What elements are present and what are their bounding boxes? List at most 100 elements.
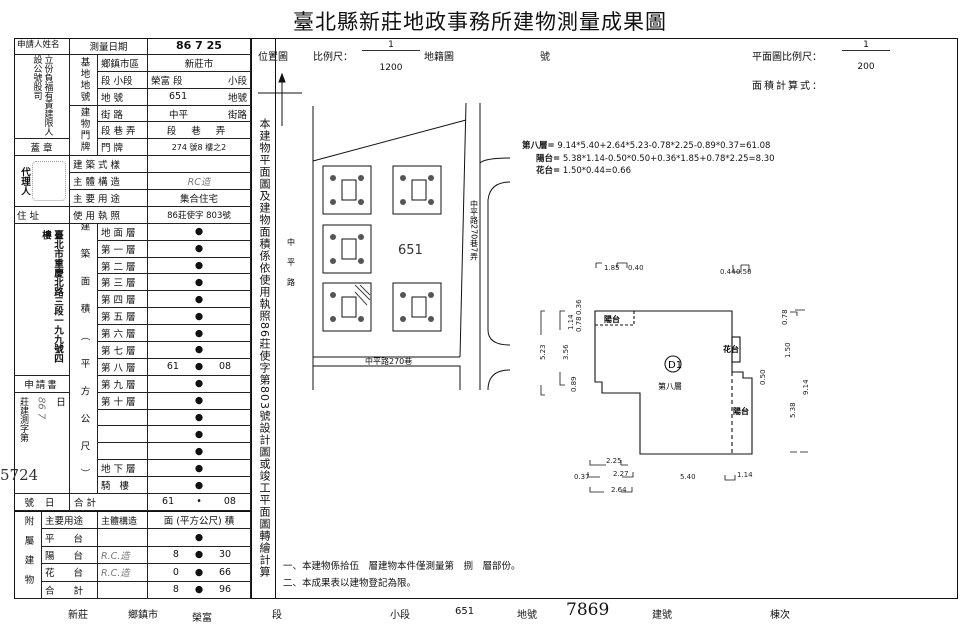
attached-use: 合 計: [42, 581, 98, 599]
agent-stamp: [32, 161, 66, 202]
floor-label: [98, 409, 148, 427]
owner-label: 立份負福有責建限人設公號股司: [14, 54, 70, 140]
agent-cell: 代理人: [14, 156, 70, 207]
cadastral-label: 地籍圖: [424, 52, 454, 63]
floor-label: 地面層: [98, 223, 148, 241]
lot-number: 651: [398, 243, 423, 258]
application-date: 86 7: [35, 396, 47, 419]
balcony-label-top: 陽台: [604, 314, 620, 324]
dimension-label: 1.14: [567, 314, 575, 330]
agent-label: 代理人: [19, 166, 30, 196]
no-day-label: 號 日: [14, 494, 70, 511]
floor-label: 第十層: [98, 392, 148, 410]
document-frame: [14, 38, 958, 599]
attached-structure-label: 主體構造: [98, 512, 148, 530]
district-label: 鄉鎮市區: [98, 54, 148, 72]
footer-town-label: 鄉鎮市: [128, 610, 158, 621]
dimension-label: 5.23: [539, 344, 547, 360]
attached-structure: [98, 529, 148, 547]
applicant-label: 申請人姓名: [14, 38, 70, 55]
dimension-brackets: [540, 309, 808, 493]
formula-label: 面積計算式：: [752, 81, 824, 92]
dimension-label: 1.14: [737, 471, 753, 479]
note-2: 二、本成果表以建物登記為限。: [283, 578, 417, 589]
dimension-label: 0.40: [628, 264, 644, 272]
footer-town: 新莊: [68, 610, 88, 621]
location-map-label: 位置圖: [258, 52, 288, 63]
attached-area: ●: [148, 529, 251, 547]
floor-area: ●: [148, 409, 251, 427]
floor-area: ●: [148, 240, 251, 258]
footer-lot-label: 地號: [517, 610, 537, 621]
survey-date-label: 測量日期: [70, 38, 148, 55]
dimension-label: 1.50: [784, 342, 792, 358]
attached-use-label: 主要用途: [42, 512, 98, 530]
floor-area: ●: [148, 257, 251, 275]
footer-lot: 651: [455, 606, 475, 617]
attached-area: 8●96: [148, 581, 251, 599]
floor-label: 第二層: [98, 257, 148, 275]
survey-date: 86 7 25: [148, 38, 251, 55]
cadastral-no-label: 號: [540, 52, 550, 63]
unit-id: D1: [668, 360, 682, 371]
planter-box: [731, 336, 741, 363]
dimension-label: 0.50: [736, 268, 752, 276]
floor-area: ●: [148, 342, 251, 359]
floor-area: ●: [148, 443, 251, 461]
street-label: 街 路: [98, 105, 148, 123]
address-value: 臺北市重慶北路三段一九九號四樓: [14, 223, 70, 376]
floor-area: ●: [148, 375, 251, 393]
use-value: 集合住宅: [148, 190, 251, 207]
floor-label: 騎 樓: [98, 477, 148, 495]
application-table: 申請人姓名 測量日期 86 7 25 立份負福有責建限人設公號股司 基地地號 建…: [14, 38, 252, 511]
floor-label: 第八層: [98, 358, 148, 376]
building-footprints: [322, 165, 442, 332]
dimension-label: 0.36: [575, 299, 583, 315]
floor-label: 第七層: [98, 342, 148, 359]
area-label: 建築面積（平方公尺）: [70, 223, 98, 495]
footer-subsection-label: 小段: [390, 610, 410, 621]
plan-scale-label: 平面圖比例尺：: [752, 52, 822, 63]
footer-section: 榮富: [192, 613, 212, 624]
dimension-label: 5.40: [680, 473, 696, 481]
floor-area: ●: [148, 291, 251, 309]
footer-section-label: 段: [272, 610, 282, 621]
total-label: 合 計: [70, 494, 148, 511]
plan-scale-num: 1: [842, 40, 890, 51]
road-edges: [479, 157, 511, 391]
floor-area: ●: [148, 460, 251, 478]
balcony-top-boundary: [595, 311, 635, 326]
dimension-label: 2.25: [606, 457, 622, 465]
document-title: 臺北縣新莊地政事務所建物測量成果圖: [293, 10, 667, 34]
floor-label: 第四層: [98, 291, 148, 309]
floor-area: ●: [148, 426, 251, 444]
area-formula: 花台= 1.50*0.44=0.66: [536, 166, 631, 176]
total-area: 61•08: [148, 494, 251, 511]
dimension-label: 0.78: [781, 309, 789, 325]
permit-label: 使用執照: [70, 206, 148, 224]
floor-label: [98, 443, 148, 461]
attached-structure: R.C.造: [98, 546, 148, 565]
attached-structure: R.C.造: [98, 564, 148, 582]
north-arrow-head-icon: [278, 72, 286, 83]
application-no-label: 莊建測字第: [18, 396, 28, 442]
road-left-label: 中平路: [287, 237, 296, 298]
vertical-note: 本建物平面圖及建物面積係依使用執照86莊使字第803號設計圖或竣工平面圖轉繪計算: [258, 118, 271, 578]
address-label: 住 址: [14, 206, 70, 224]
attached-use: 花 台: [42, 564, 98, 582]
dimension-label: 0.89: [570, 376, 578, 392]
style-label: 建築式樣: [70, 156, 148, 174]
floor-area: ●: [148, 308, 251, 326]
application-number: 5724: [0, 466, 39, 484]
lane: 段 巷 弄: [148, 122, 251, 140]
lot-boundary: [312, 102, 481, 390]
dimension-label: 9.14: [802, 379, 810, 395]
planter-label: 花台: [723, 344, 739, 354]
attached-use: 平 台: [42, 529, 98, 547]
area-formula: 陽台= 5.38*1.14-0.50*0.50+0.36*1.85+0.78*2…: [536, 153, 775, 164]
footer-building-no-label: 建號: [652, 610, 672, 621]
district: 新莊市: [148, 54, 251, 72]
